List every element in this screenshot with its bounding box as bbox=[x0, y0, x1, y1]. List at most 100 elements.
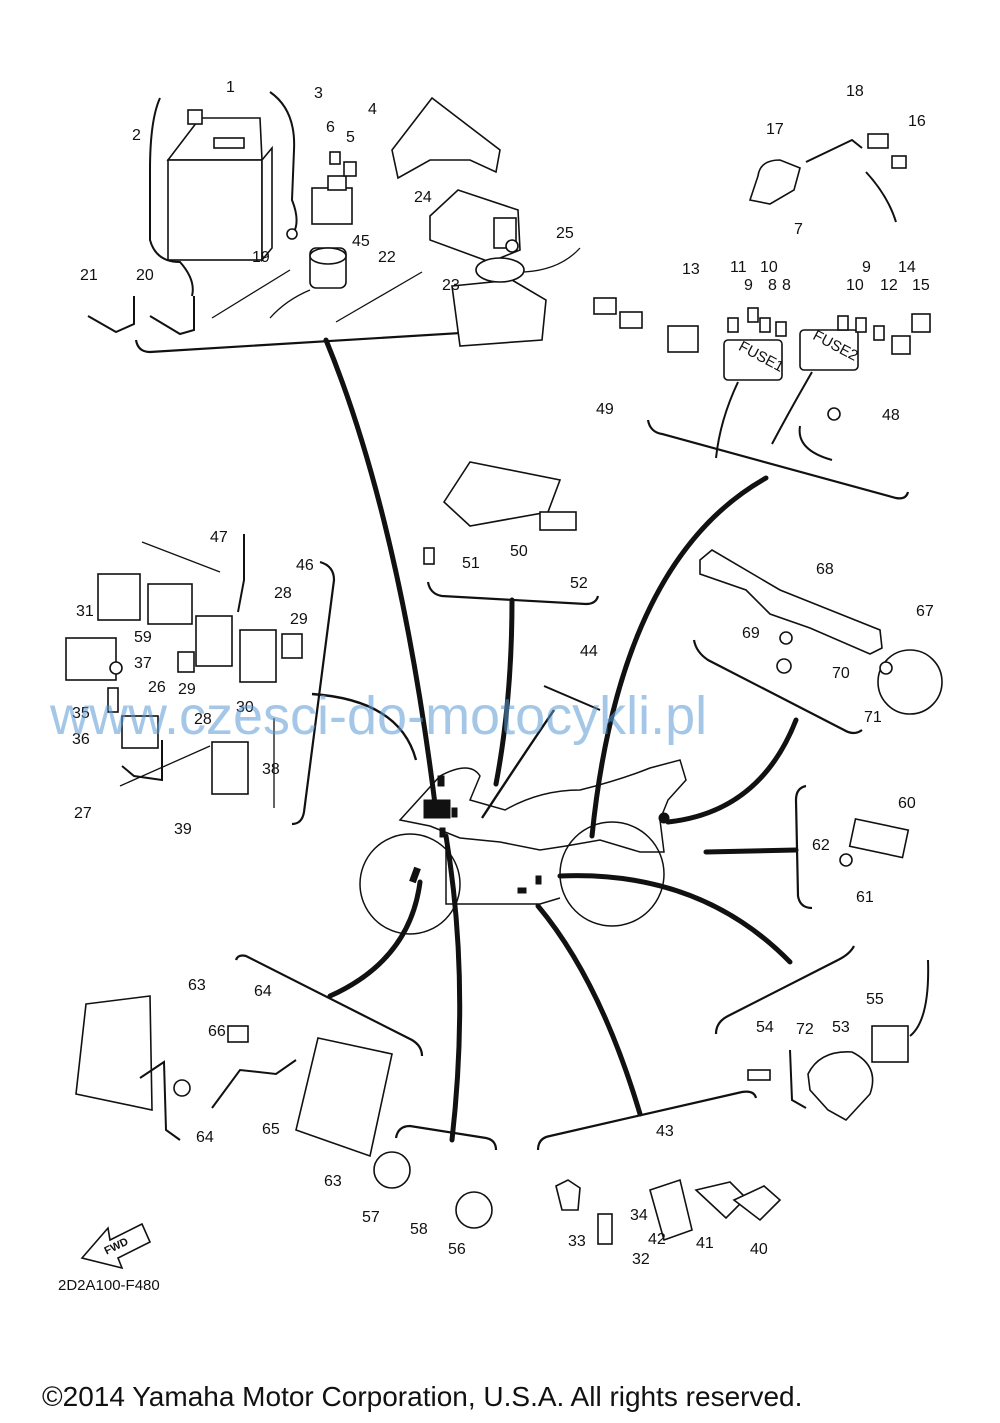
callout-21: 21 bbox=[80, 267, 98, 284]
lead-plate bbox=[703, 847, 799, 855]
cable-tie-22 bbox=[335, 271, 423, 323]
callout-71: 71 bbox=[864, 709, 882, 726]
callout-6: 6 bbox=[326, 119, 335, 136]
lead-reflector bbox=[327, 879, 423, 999]
callout-10: 10 bbox=[760, 259, 778, 276]
callout-50: 50 bbox=[510, 543, 528, 560]
switch-40 bbox=[732, 1185, 782, 1222]
callout-63: 63 bbox=[188, 977, 206, 994]
callout-47: 47 bbox=[210, 529, 228, 546]
callout-14: 14 bbox=[898, 259, 916, 276]
callout-1: 1 bbox=[226, 79, 235, 96]
reflector-67 bbox=[877, 649, 943, 715]
callout-16: 16 bbox=[908, 113, 926, 130]
bracket-50 bbox=[442, 461, 562, 527]
callout-18: 18 bbox=[846, 83, 864, 100]
switch-32 bbox=[597, 1213, 613, 1245]
callout-32: 32 bbox=[632, 1251, 650, 1268]
callout-36: 36 bbox=[72, 731, 90, 748]
buzzer-unit bbox=[451, 247, 643, 347]
callout-5: 5 bbox=[346, 129, 355, 146]
starter-relay bbox=[311, 151, 357, 225]
callout-62: 62 bbox=[812, 837, 830, 854]
clamp-17 bbox=[748, 159, 801, 205]
callout-49: 49 bbox=[596, 401, 614, 418]
callout-29: 29 bbox=[290, 611, 308, 628]
callout-42: 42 bbox=[648, 1231, 666, 1248]
callout-33: 33 bbox=[568, 1233, 586, 1250]
callout-41: 41 bbox=[696, 1235, 714, 1252]
callout-9: 9 bbox=[862, 259, 871, 276]
callout-34: 34 bbox=[630, 1207, 648, 1224]
bolt-51 bbox=[423, 547, 435, 565]
callout-45: 45 bbox=[352, 233, 370, 250]
callout-17: 17 bbox=[766, 121, 784, 138]
callout-3: 3 bbox=[314, 85, 323, 102]
relay-26 bbox=[121, 715, 159, 749]
callout-43: 43 bbox=[656, 1123, 674, 1140]
frame-plate-group bbox=[794, 784, 813, 910]
callout-38: 38 bbox=[262, 761, 280, 778]
callout-8: 8 bbox=[782, 277, 791, 294]
callout-59: 59 bbox=[134, 629, 152, 646]
relay-31 bbox=[97, 573, 141, 621]
callout-65: 65 bbox=[262, 1121, 280, 1138]
callout-54: 54 bbox=[756, 1019, 774, 1036]
callout-28: 28 bbox=[274, 585, 292, 602]
callout-39: 39 bbox=[174, 821, 192, 838]
fwd-arrow: FWD bbox=[80, 1222, 152, 1270]
callout-48: 48 bbox=[882, 407, 900, 424]
lead-fuse bbox=[589, 475, 769, 839]
callout-61: 61 bbox=[856, 889, 874, 906]
callout-53: 53 bbox=[832, 1019, 850, 1036]
rear-wheel bbox=[559, 821, 665, 927]
frame-switch-group bbox=[536, 1090, 758, 1151]
callout-40: 40 bbox=[750, 1241, 768, 1258]
frame-sensor-group bbox=[714, 945, 855, 1035]
callout-10: 10 bbox=[846, 277, 864, 294]
callout-28: 28 bbox=[194, 711, 212, 728]
watermark-text: www.czesci-do-motocykli.pl bbox=[49, 686, 707, 746]
bracket-68 bbox=[699, 549, 883, 655]
relay-28b bbox=[239, 629, 277, 683]
frame-bracket-group bbox=[692, 639, 863, 735]
callout-31: 31 bbox=[76, 603, 94, 620]
reflector-63-left bbox=[75, 995, 153, 1111]
callout-68: 68 bbox=[816, 561, 834, 578]
callout-72: 72 bbox=[796, 1021, 814, 1038]
callout-12: 12 bbox=[880, 277, 898, 294]
callout-19: 19 bbox=[252, 249, 270, 266]
callout-35: 35 bbox=[72, 705, 90, 722]
lead-relay bbox=[311, 692, 418, 761]
callout-63: 63 bbox=[324, 1173, 342, 1190]
front-wheel bbox=[359, 833, 461, 935]
relay-59 bbox=[147, 583, 193, 625]
callout-24: 24 bbox=[414, 189, 432, 206]
callout-13: 13 bbox=[682, 261, 700, 278]
callout-23: 23 bbox=[442, 277, 460, 294]
callout-56: 56 bbox=[448, 1241, 466, 1258]
lead-buzzer bbox=[493, 597, 515, 787]
callout-7: 7 bbox=[794, 221, 803, 238]
callout-22: 22 bbox=[378, 249, 396, 266]
lead-horn bbox=[443, 833, 463, 1143]
relay-29 bbox=[281, 633, 303, 659]
callout-25: 25 bbox=[556, 225, 574, 242]
frame-horn-group bbox=[394, 1124, 498, 1151]
callout-67: 67 bbox=[916, 603, 934, 620]
callout-15: 15 bbox=[912, 277, 930, 294]
callout-20: 20 bbox=[136, 267, 154, 284]
callout-29: 29 bbox=[178, 681, 196, 698]
callout-70: 70 bbox=[832, 665, 850, 682]
damper-52 bbox=[539, 511, 577, 531]
callout-69: 69 bbox=[742, 625, 760, 642]
bracket-42 bbox=[649, 1178, 693, 1242]
callout-9: 9 bbox=[744, 277, 753, 294]
sensor-53 bbox=[807, 1051, 874, 1122]
callout-44: 44 bbox=[580, 643, 598, 660]
callout-11: 11 bbox=[730, 259, 747, 276]
relay-30 bbox=[211, 741, 249, 795]
horn-56 bbox=[455, 1191, 493, 1229]
callout-55: 55 bbox=[866, 991, 884, 1008]
